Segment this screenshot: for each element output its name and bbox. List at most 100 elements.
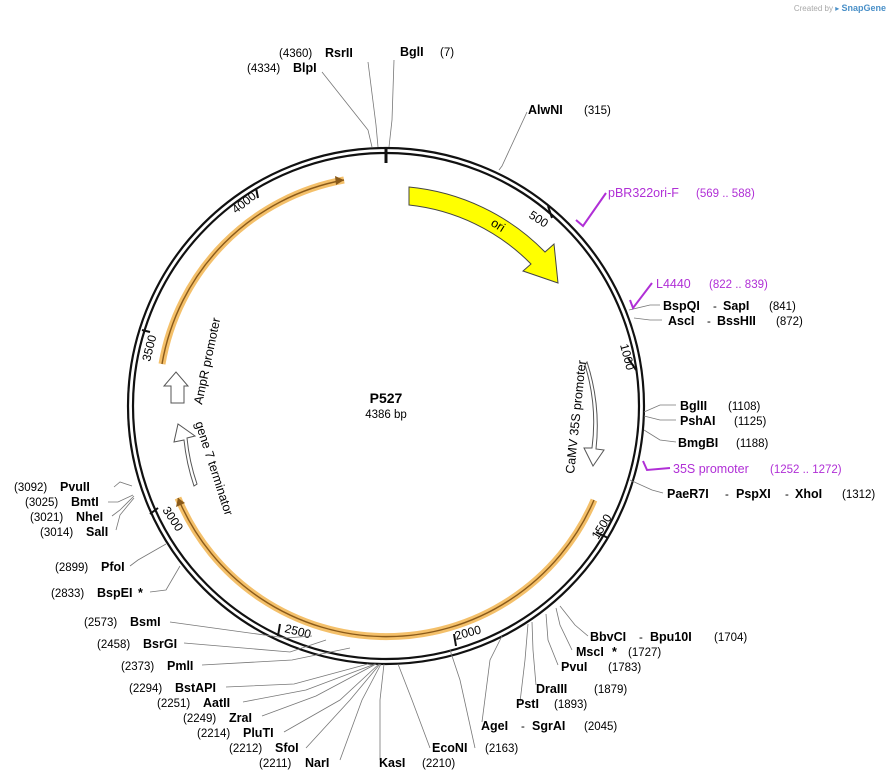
enzyme-pfoi[interactable]: (2899) PfoI	[55, 560, 125, 574]
enzyme-bspqi-sapi[interactable]: BspQI - SapI (841)	[663, 299, 796, 313]
enzyme-rsrii[interactable]: (4360) RsrII	[279, 46, 353, 60]
enzyme-position: (4360)	[279, 48, 312, 60]
enzyme-position: (2458)	[97, 639, 130, 651]
enzyme-nari[interactable]: (2211) NarI	[259, 756, 329, 770]
enzyme-position: (1312)	[842, 489, 875, 501]
enzyme-bglii[interactable]: BglII (1108)	[680, 399, 761, 413]
enzyme-position: (3092)	[14, 482, 47, 494]
enzyme-name: PfoI	[101, 560, 125, 574]
enzyme-name: Bpu10I	[650, 630, 692, 644]
enzyme-pvuii[interactable]: (3092) PvuII	[14, 480, 90, 494]
enzyme-name: AscI	[668, 314, 694, 328]
feature-label-gene7: gene 7 terminator	[192, 420, 236, 518]
enzyme-position: (872)	[776, 316, 803, 328]
enzyme-bmti[interactable]: (3025) BmtI	[25, 495, 99, 509]
enzyme-paer7i-pspxi-xhoi[interactable]: PaeR7I - PspXI - XhoI (1312)	[667, 487, 875, 501]
highlight-top-left	[158, 176, 345, 365]
svg-text:-: -	[725, 489, 729, 501]
enzyme-draiii[interactable]: DraIII (1879)	[536, 682, 627, 696]
enzyme-name: EcoNI	[432, 741, 467, 755]
enzyme-bsrgi[interactable]: (2458) BsrGI	[97, 637, 177, 651]
enzyme-pmli[interactable]: (2373) PmlI	[121, 659, 193, 673]
enzyme-msci[interactable]: MscI * (1727)	[576, 645, 661, 659]
feature-label-camv35s: CaMV 35S promoter	[563, 360, 589, 475]
svg-text:-: -	[785, 489, 789, 501]
enzyme-position: (3014)	[40, 527, 73, 539]
enzyme-name: BmgBI	[678, 436, 718, 450]
tick-label: 1500	[589, 511, 615, 541]
enzyme-name: PvuII	[60, 480, 90, 494]
enzyme-bsmi[interactable]: (2573) BsmI	[84, 615, 161, 629]
enzyme-name: BsmI	[130, 615, 161, 629]
enzyme-position: (1704)	[714, 632, 747, 644]
enzyme-alwni[interactable]: AlwNI (315)	[528, 103, 611, 117]
primer-l4440[interactable]: L4440 (822 .. 839)	[656, 277, 768, 291]
enzyme-agei-sgrai[interactable]: AgeI - SgrAI (2045)	[481, 719, 617, 733]
primer-name: pBR322ori-F	[608, 186, 679, 200]
enzyme-position: (2573)	[84, 617, 117, 629]
enzyme-position: (2899)	[55, 562, 88, 574]
snapgene-credit: Created by ▸ SnapGene	[794, 3, 886, 13]
feature-label-ori: ori	[488, 216, 507, 235]
enzyme-name: PspXI	[736, 487, 771, 501]
enzyme-name: BspEI	[97, 586, 132, 600]
enzyme-name: SgrAI	[532, 719, 565, 733]
enzyme-asci-bsshii[interactable]: AscI - BssHII (872)	[668, 314, 803, 328]
enzyme-pshai[interactable]: PshAI (1125)	[680, 414, 767, 428]
plasmid-length: 4386 bp	[365, 409, 407, 421]
enzyme-position: (3021)	[30, 512, 63, 524]
primer-position: (822 .. 839)	[709, 279, 768, 291]
enzyme-psti[interactable]: PstI (1893)	[516, 697, 587, 711]
enzyme-aatii[interactable]: (2251) AatII	[157, 696, 230, 710]
enzyme-position: (1893)	[554, 699, 587, 711]
tick-label: 3500	[139, 333, 159, 363]
enzyme-position: (2212)	[229, 743, 262, 755]
enzyme-name: BbvCI	[590, 630, 626, 644]
enzyme-position: (841)	[769, 301, 796, 313]
svg-text:-: -	[521, 721, 525, 733]
enzyme-bstapi[interactable]: (2294) BstAPI	[129, 681, 216, 695]
enzyme-sali[interactable]: (3014) SalI	[40, 525, 108, 539]
enzyme-name: PaeR7I	[667, 487, 709, 501]
enzyme-position: (2249)	[183, 713, 216, 725]
feature-ori[interactable]: ori	[408, 186, 559, 284]
enzyme-kasi[interactable]: KasI (2210)	[379, 756, 455, 770]
enzyme-econi[interactable]: EcoNI (2163)	[432, 741, 518, 755]
enzyme-bmgbi[interactable]: BmgBI (1188)	[678, 436, 769, 450]
enzyme-name: AlwNI	[528, 103, 563, 117]
enzyme-position: (1879)	[594, 684, 627, 696]
enzyme-name: SfoI	[275, 741, 299, 755]
enzyme-position: (1125)	[734, 416, 767, 428]
enzyme-pvui[interactable]: PvuI (1783)	[561, 660, 641, 674]
enzyme-name: PstI	[516, 697, 539, 711]
enzyme-bspei[interactable]: (2833) BspEI *	[51, 586, 143, 600]
enzyme-name: XhoI	[795, 487, 822, 501]
enzyme-position: (2373)	[121, 661, 154, 673]
enzyme-zrai[interactable]: (2249) ZraI	[183, 711, 252, 725]
enzyme-name: KasI	[379, 756, 405, 770]
enzyme-sfoi[interactable]: (2212) SfoI	[229, 741, 299, 755]
primer-35s-promoter[interactable]: 35S promoter (1252 .. 1272)	[673, 462, 842, 476]
enzyme-name: BssHII	[717, 314, 756, 328]
primer-name: L4440	[656, 277, 691, 291]
enzyme-name: BsrGI	[143, 637, 177, 651]
enzyme-pluti[interactable]: (2214) PluTI	[197, 726, 274, 740]
primer-pbr322ori-f[interactable]: pBR322ori-F (569 .. 588)	[608, 186, 755, 200]
svg-text:-: -	[639, 632, 643, 644]
enzyme-position: (2210)	[422, 758, 455, 770]
tick-label: 2000	[453, 622, 483, 643]
enzyme-nhei[interactable]: (3021) NheI	[30, 510, 103, 524]
feature-camv35s[interactable]: CaMV 35S promoter	[563, 360, 605, 475]
enzyme-name: BstAPI	[175, 681, 216, 695]
enzyme-name: AgeI	[481, 719, 508, 733]
credit-prefix: Created by	[793, 4, 833, 13]
enzyme-name: AatII	[203, 696, 230, 710]
enzyme-position: (7)	[440, 47, 454, 59]
enzyme-name: SalI	[86, 525, 108, 539]
highlight-regions	[158, 176, 598, 641]
enzyme-blpi[interactable]: (4334) BlpI	[247, 61, 317, 75]
enzyme-bbvci-bpu10i[interactable]: BbvCI - Bpu10I (1704)	[590, 630, 747, 644]
enzyme-bgli[interactable]: BglI (7)	[400, 45, 454, 59]
enzyme-name: PluTI	[243, 726, 274, 740]
enzyme-name: BglI	[400, 45, 424, 59]
